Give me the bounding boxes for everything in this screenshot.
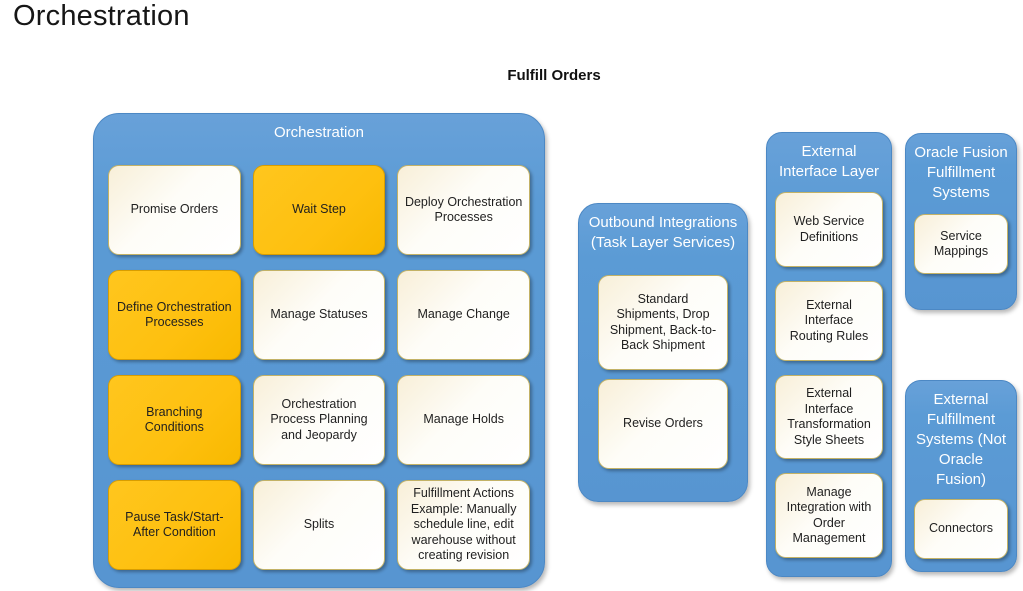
card-splits: Splits [252,480,386,570]
card-promise-orders: Promise Orders [108,165,241,255]
group-orchestration: Orchestration Promise Orders Wait Step D… [93,113,545,588]
orchestration-card-grid: Promise Orders Wait Step Deploy Orchestr… [108,165,530,570]
oracle-fusion-fulfillment-systems-card-stack: Service Mappings [914,214,1008,274]
group-oracle-fusion-fulfillment-systems: Oracle Fusion Fulfillment Systems Servic… [905,133,1017,310]
card-manage-integration-with-order-management: Manage Integration with Order Management [775,473,883,558]
card-service-mappings: Service Mappings [914,214,1008,274]
card-manage-change: Manage Change [397,270,530,360]
external-fulfillment-systems-card-stack: Connectors [914,499,1008,559]
card-manage-statuses: Manage Statuses [252,270,386,360]
group-orchestration-title: Orchestration [273,124,365,141]
group-external-fulfillment-systems-title: External Fulfillment Systems (Not Oracle… [915,391,1006,488]
card-orchestration-process-planning-and-jeopardy: Orchestration Process Planning and Jeopa… [252,375,386,465]
card-wait-step: Wait Step [252,165,386,255]
card-connectors: Connectors [914,499,1008,559]
page-title: Orchestration [13,0,190,32]
card-web-service-definitions: Web Service Definitions [775,192,883,267]
card-external-interface-transformation-style-sheets: External Interface Transformation Style … [775,375,883,459]
card-define-orchestration-processes: Define Orchestration Processes [108,270,241,360]
external-interface-layer-card-stack: Web Service Definitions External Interfa… [775,192,883,558]
group-external-fulfillment-systems: External Fulfillment Systems (Not Oracle… [905,380,1017,572]
group-outbound-integrations: Outbound Integrations (Task Layer Servic… [578,203,748,502]
card-deploy-orchestration-processes: Deploy Orchestration Processes [397,165,530,255]
card-branching-conditions: Branching Conditions [108,375,241,465]
card-pause-task-start-after-condition: Pause Task/Start-After Condition [108,480,241,570]
group-outbound-integrations-title: Outbound Integrations (Task Layer Servic… [588,214,738,251]
card-external-interface-routing-rules: External Interface Routing Rules [775,281,883,361]
group-external-interface-layer: External Interface Layer Web Service Def… [766,132,892,577]
diagram-subtitle: Fulfill Orders [507,67,601,84]
group-oracle-fusion-fulfillment-systems-title: Oracle Fusion Fulfillment Systems [914,144,1008,201]
card-standard-shipments-drop-shipment-back-to-back-shipment: Standard Shipments, Drop Shipment, Back-… [598,275,728,370]
card-fulfillment-actions-example: Fulfillment Actions Example: Manually sc… [397,480,530,570]
card-revise-orders: Revise Orders [598,379,728,469]
group-external-interface-layer-title: External Interface Layer [778,143,880,180]
outbound-integrations-card-stack: Standard Shipments, Drop Shipment, Back-… [598,275,728,469]
card-manage-holds: Manage Holds [397,375,530,465]
